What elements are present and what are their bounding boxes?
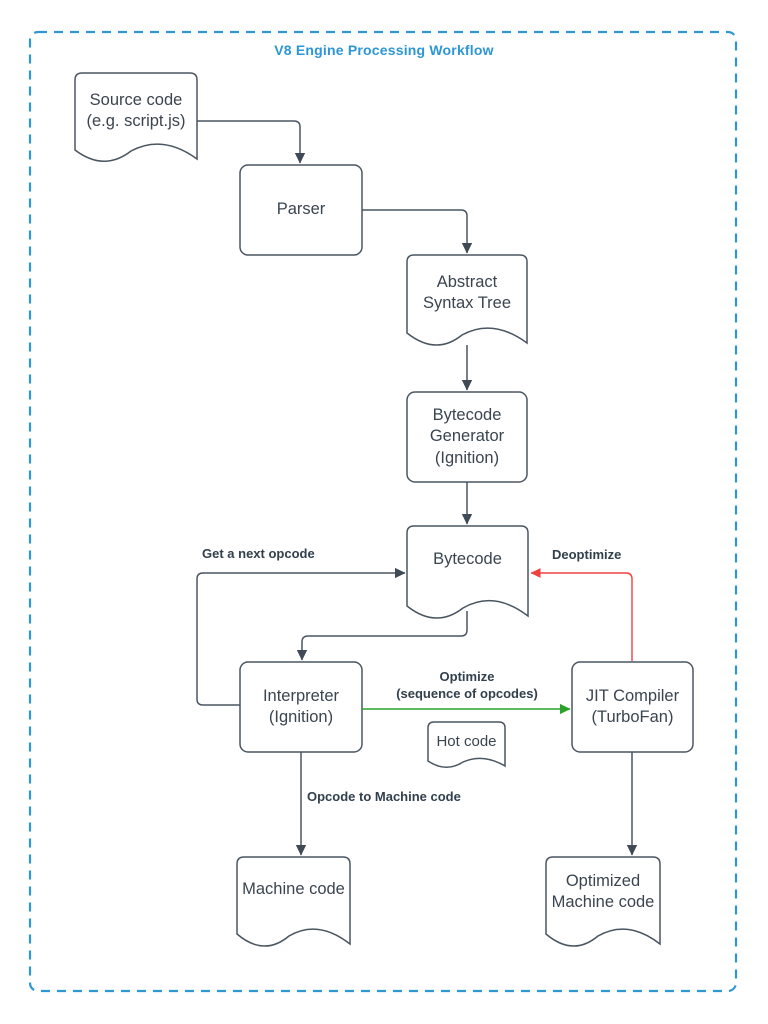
machine-code-node-label: Machine code	[242, 880, 345, 899]
machine-code-document-shape	[236, 856, 351, 947]
bytecode-generator-node-label: Bytecode Generator (Ignition)	[429, 405, 505, 467]
deoptimize-edge-label: Deoptimize	[552, 547, 622, 562]
hot-code-node-label: Hot code	[436, 733, 497, 751]
diagram-title: V8 Engine Processing Workflow	[274, 42, 494, 58]
jit-compiler-node-label: JIT Compiler (TurboFan)	[585, 686, 680, 726]
optimized-machine-code-document-shape	[545, 856, 661, 947]
source-code-node-label: Source code (e.g. script.js)	[86, 90, 186, 130]
hot-code-document-shape	[427, 721, 506, 768]
arrow-parser-to-ast	[362, 209, 473, 254]
interpreter-node-label: Interpreter (Ignition)	[262, 686, 340, 726]
source-code-document-shape	[74, 72, 198, 162]
abstract-syntax-tree-document-shape	[406, 254, 528, 346]
opcode-to-machine-code-edge-label: Opcode to Machine code	[307, 789, 461, 804]
arrow-source-to-parser	[197, 120, 306, 164]
optimize-edge-label: Optimize (sequence of opcodes)	[396, 669, 538, 701]
canvas-border	[28, 30, 738, 993]
get-next-opcode-edge-label: Get a next opcode	[202, 546, 315, 561]
arrow-bytecode-to-interpreter	[296, 611, 468, 661]
bytecode-document-shape	[406, 525, 529, 619]
abstract-syntax-tree-node-label: Abstract Syntax Tree	[422, 272, 512, 312]
parser-node-label: Parser	[276, 200, 326, 219]
arrow-interpreter-to-bytecode-loop	[196, 567, 406, 706]
optimized-machine-code-node-label: Optimized Machine code	[551, 871, 655, 911]
bytecode-node-label: Bytecode	[433, 550, 502, 569]
arrow-deoptimize-jit-to-bytecode	[530, 568, 633, 661]
